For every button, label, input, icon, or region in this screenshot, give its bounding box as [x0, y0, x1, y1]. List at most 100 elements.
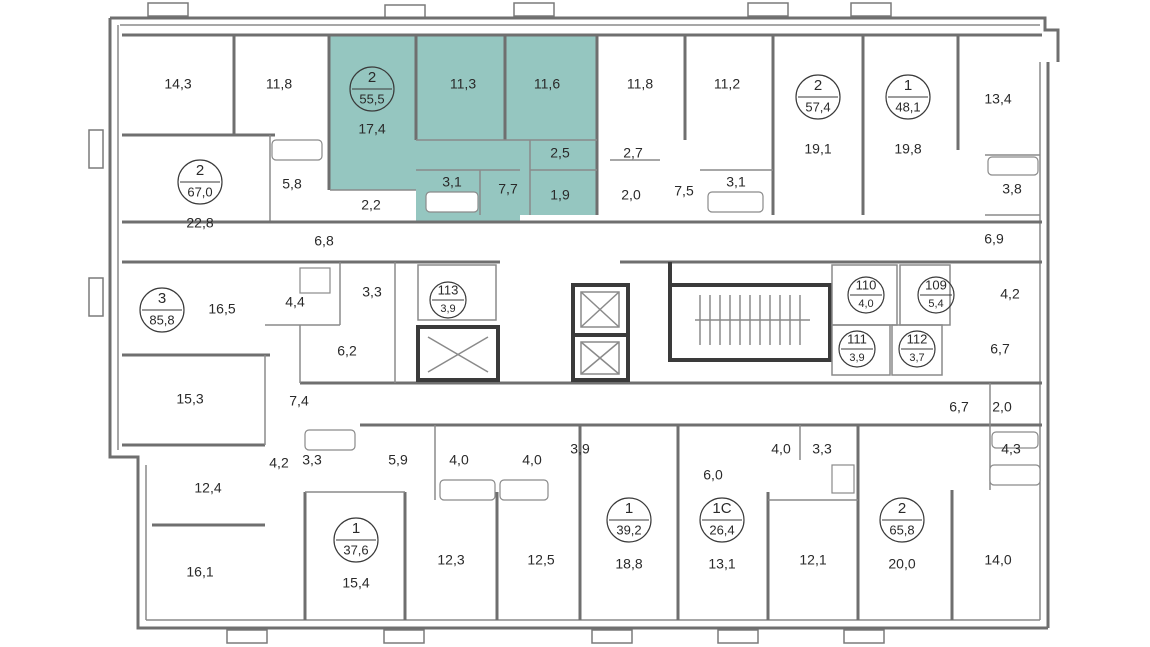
apartment-badge[interactable]: 3 85,8 — [139, 287, 185, 333]
apartment-badge[interactable]: 1 39,2 — [606, 497, 652, 543]
svg-text:3,7: 3,7 — [909, 352, 924, 364]
svg-text:65,8: 65,8 — [889, 522, 914, 537]
storage-badge[interactable]: 111 3,9 — [838, 330, 876, 368]
room-area: 19,1 — [804, 141, 831, 157]
room-area: 2,7 — [623, 145, 643, 161]
room-area: 3,9 — [570, 441, 590, 457]
room-area: 6,9 — [984, 231, 1004, 247]
svg-text:39,2: 39,2 — [616, 522, 641, 537]
room-area: 11,2 — [714, 76, 740, 92]
storage-badge[interactable]: 113 3,9 — [429, 281, 467, 319]
svg-text:26,4: 26,4 — [709, 522, 734, 537]
room-area: 13,4 — [984, 91, 1011, 107]
room-area: 3,8 — [1002, 181, 1022, 197]
svg-text:2: 2 — [368, 69, 376, 86]
storage-badge[interactable]: 109 5,4 — [917, 276, 955, 314]
room-area: 11,6 — [534, 76, 560, 92]
svg-text:55,5: 55,5 — [359, 91, 384, 106]
svg-text:109: 109 — [925, 277, 947, 292]
svg-text:57,4: 57,4 — [805, 99, 830, 114]
room-area: 15,3 — [176, 391, 203, 407]
room-labels: 14,3 11,8 17,4 11,3 11,6 11,8 11,2 13,4 … — [164, 76, 1022, 591]
svg-text:3: 3 — [158, 290, 166, 307]
fixtures — [271, 139, 1041, 501]
apartment-badge[interactable]: 2 55,5 — [349, 66, 395, 112]
svg-text:2: 2 — [898, 500, 906, 517]
storage-badge[interactable]: 112 3,7 — [898, 330, 936, 368]
room-area: 6,7 — [990, 341, 1010, 357]
svg-text:37,6: 37,6 — [343, 542, 368, 557]
room-area: 11,8 — [266, 76, 292, 92]
apartment-badges: 2 55,5 2 57,4 1 48,1 2 67,0 3 85,8 — [139, 66, 931, 563]
room-area: 7,5 — [674, 183, 694, 199]
svg-text:1: 1 — [904, 77, 912, 94]
building-core — [416, 262, 951, 382]
room-area: 19,8 — [894, 141, 921, 157]
svg-text:1: 1 — [625, 500, 633, 517]
room-area: 2,2 — [361, 197, 381, 213]
apartment-badge[interactable]: 1С 26,4 — [699, 497, 745, 543]
room-area: 4,3 — [1001, 441, 1021, 457]
room-area: 18,8 — [615, 556, 642, 572]
room-area: 16,5 — [208, 301, 235, 317]
apartment-badge[interactable]: 1 48,1 — [885, 74, 931, 120]
room-area: 3,3 — [302, 452, 322, 468]
svg-text:4,0: 4,0 — [858, 298, 873, 310]
svg-text:85,8: 85,8 — [149, 312, 174, 327]
room-area: 2,0 — [992, 399, 1012, 415]
room-area: 4,0 — [449, 452, 469, 468]
room-area: 12,5 — [527, 552, 554, 568]
room-area: 3,3 — [362, 284, 382, 300]
room-area: 12,4 — [194, 480, 221, 496]
room-area: 20,0 — [888, 556, 915, 572]
svg-text:67,0: 67,0 — [187, 184, 212, 199]
svg-text:48,1: 48,1 — [895, 99, 920, 114]
room-area: 12,3 — [437, 552, 464, 568]
room-area: 5,9 — [388, 452, 408, 468]
room-area: 22,8 — [186, 215, 213, 231]
room-area: 13,1 — [708, 556, 735, 572]
room-area: 3,3 — [812, 441, 832, 457]
walls — [108, 16, 1060, 630]
room-area: 4,2 — [1000, 286, 1020, 302]
room-area: 3,1 — [726, 174, 746, 190]
room-area: 6,8 — [314, 233, 334, 249]
room-area: 4,0 — [771, 441, 791, 457]
windows — [88, 2, 892, 644]
svg-text:112: 112 — [907, 331, 928, 346]
room-area: 17,4 — [358, 121, 385, 137]
svg-text:1: 1 — [352, 520, 360, 537]
room-area: 6,0 — [703, 467, 723, 483]
svg-text:3,9: 3,9 — [849, 352, 864, 364]
room-area: 6,2 — [337, 343, 357, 359]
room-area: 7,4 — [289, 393, 309, 409]
svg-text:2: 2 — [196, 162, 204, 179]
room-area: 1,9 — [550, 187, 570, 203]
room-area: 5,8 — [282, 176, 302, 192]
apartment-badge[interactable]: 2 57,4 — [795, 74, 841, 120]
room-area: 4,0 — [522, 452, 542, 468]
apartment-badge[interactable]: 1 37,6 — [333, 517, 379, 563]
room-area: 2,5 — [550, 145, 570, 161]
svg-text:2: 2 — [814, 77, 822, 94]
apartment-badge[interactable]: 2 67,0 — [177, 159, 223, 205]
svg-text:5,4: 5,4 — [928, 298, 943, 310]
room-area: 3,1 — [442, 174, 462, 190]
apartment-badge[interactable]: 2 65,8 — [879, 497, 925, 543]
svg-text:110: 110 — [856, 277, 877, 292]
room-area: 16,1 — [186, 564, 213, 580]
svg-text:113: 113 — [438, 282, 459, 297]
svg-text:3,9: 3,9 — [440, 303, 455, 315]
room-area: 4,2 — [269, 455, 289, 471]
room-area: 14,0 — [984, 552, 1011, 568]
storage-badge[interactable]: 110 4,0 — [847, 276, 885, 314]
room-area: 7,7 — [498, 181, 518, 197]
room-area: 15,4 — [342, 575, 369, 591]
room-area: 12,1 — [799, 552, 826, 568]
room-area: 4,4 — [285, 294, 305, 310]
room-area: 14,3 — [164, 76, 191, 92]
room-area: 2,0 — [621, 187, 641, 203]
room-area: 11,3 — [450, 76, 476, 92]
room-area: 11,8 — [627, 76, 653, 92]
